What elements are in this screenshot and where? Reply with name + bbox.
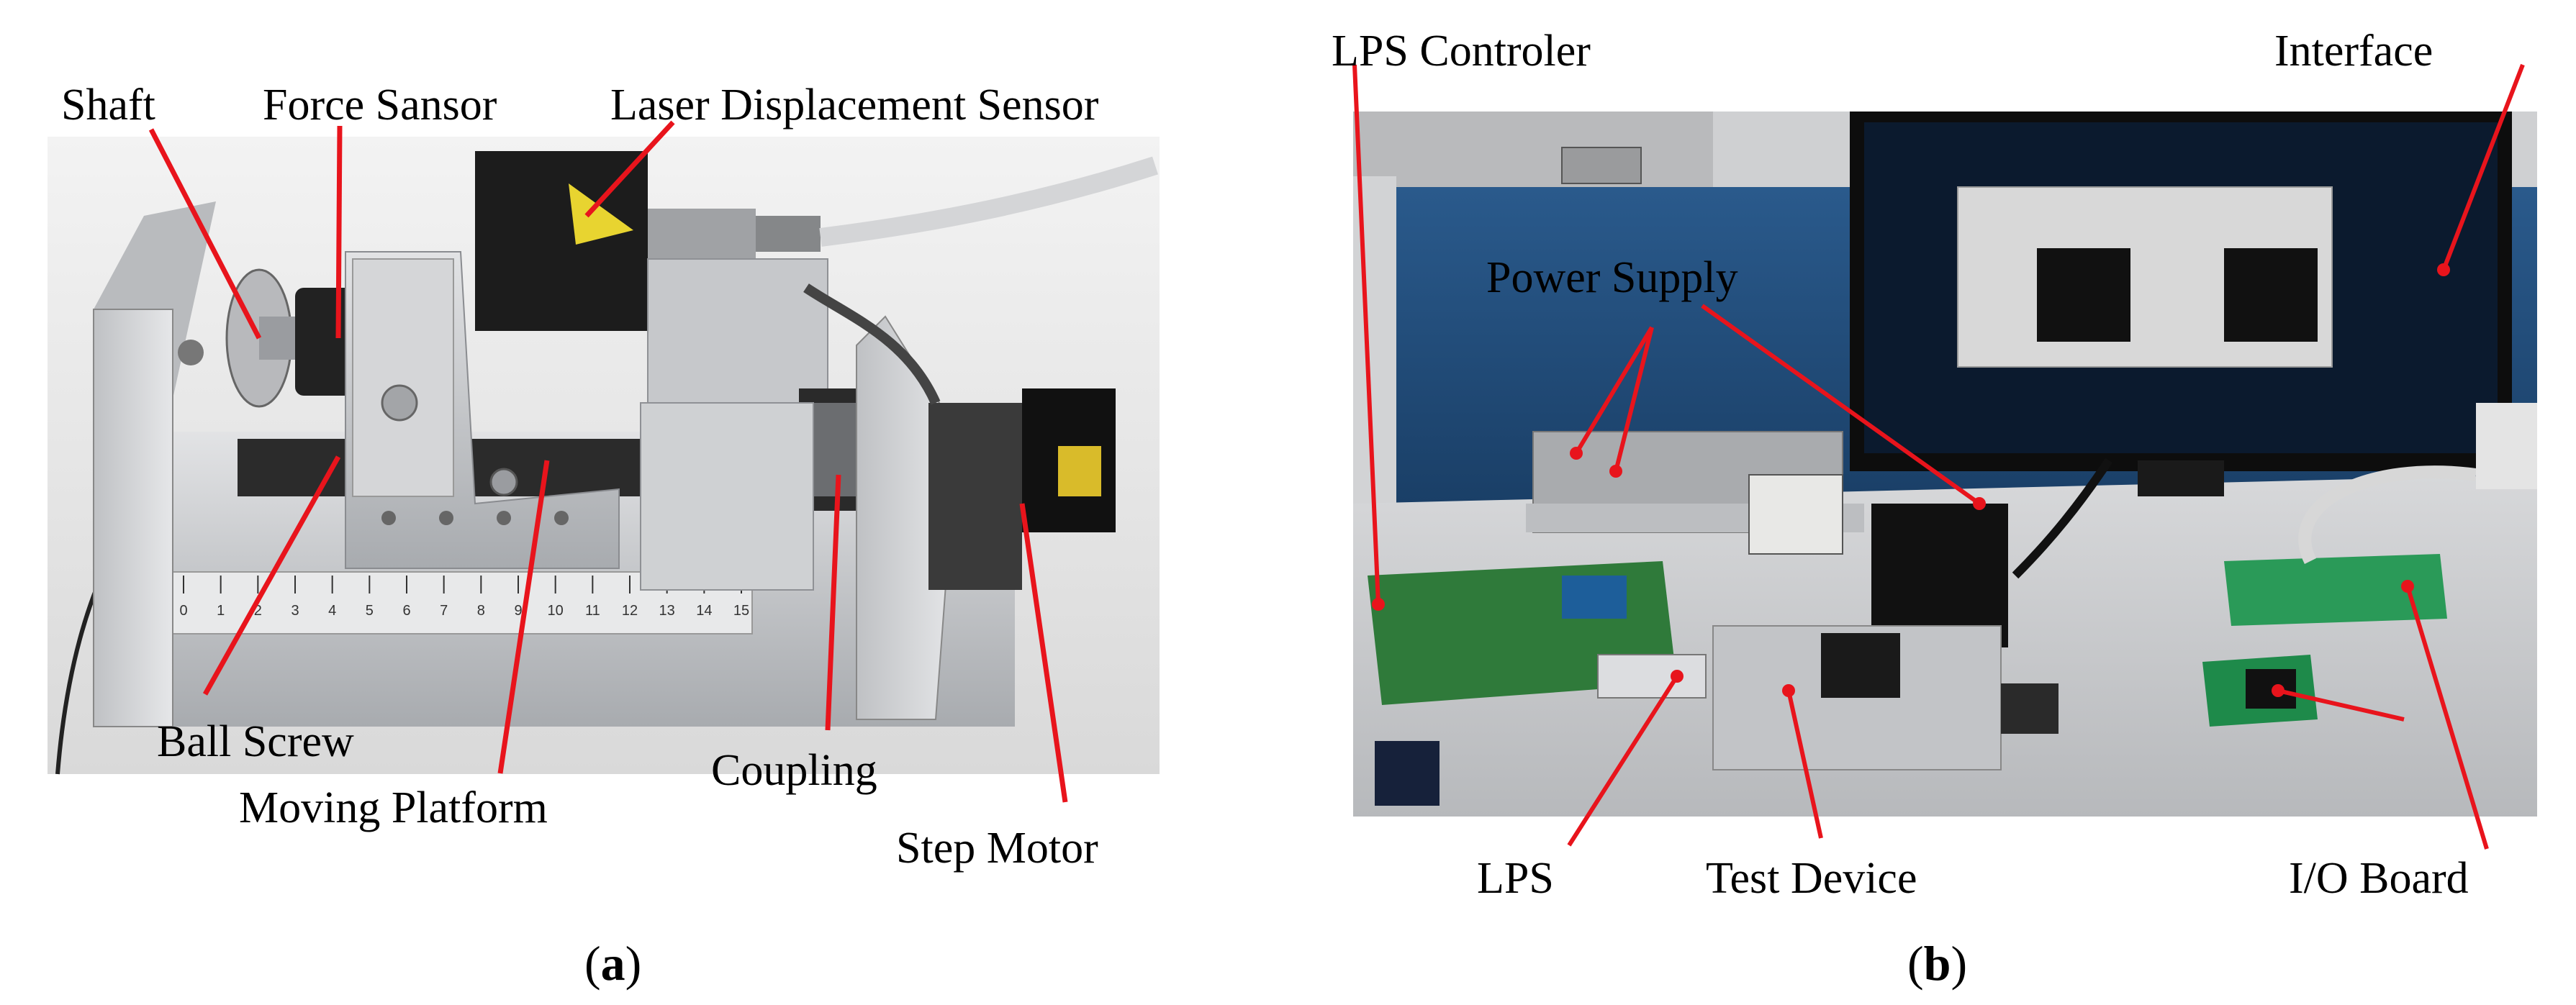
label-coupling: Coupling: [711, 746, 877, 795]
ruler-tick-label: 14: [696, 603, 712, 619]
ruler-tick-label: 3: [291, 603, 299, 619]
label-shaft: Shaft: [61, 81, 155, 129]
ruler-tick-label: 12: [622, 603, 638, 619]
label-moving-platform: Moving Platform: [239, 783, 548, 832]
ruler-tick-label: 13: [659, 603, 675, 619]
ruler-tick-label: 11: [585, 603, 600, 619]
label-lps: LPS: [1477, 854, 1554, 903]
ruler-tick-label: 2: [254, 603, 262, 619]
label-io-board: I/O Board: [2289, 854, 2469, 903]
label-interface: Interface: [2274, 27, 2433, 76]
leader-lines-b: [1352, 63, 2525, 850]
ruler-tick-label: 8: [477, 603, 485, 619]
leader-lines-a: [148, 120, 1068, 803]
label-laser-displacement-sensor: Laser Displacement Sensor: [610, 81, 1099, 129]
ruler-tick-label: 5: [366, 603, 374, 619]
ruler-tick-label: 6: [402, 603, 410, 619]
ruler-tick-label: 9: [514, 603, 522, 619]
label-force-sensor: Force Sansor: [263, 81, 497, 129]
label-test-device: Test Device: [1706, 854, 1917, 903]
caption-b: (b): [1907, 936, 1968, 991]
label-power-supply: Power Supply: [1486, 253, 1738, 302]
ruler-tick-label: 4: [328, 603, 336, 619]
label-lps-controller: LPS Controler: [1332, 27, 1591, 76]
ruler-tick-label: 0: [179, 603, 187, 619]
ruler-tick-label: 7: [440, 603, 448, 619]
panel-b: LPS Controler Interface Power Supply LPS…: [1288, 0, 2576, 1005]
ruler-tick-label: 1: [217, 603, 225, 619]
label-ball-screw: Ball Screw: [157, 717, 354, 766]
label-step-motor: Step Motor: [896, 824, 1098, 873]
ruler-tick-label: 10: [548, 603, 564, 619]
ruler-tick-label: 15: [733, 603, 749, 619]
panel-b-photo: [1352, 63, 2537, 850]
caption-a: (a): [584, 936, 642, 991]
